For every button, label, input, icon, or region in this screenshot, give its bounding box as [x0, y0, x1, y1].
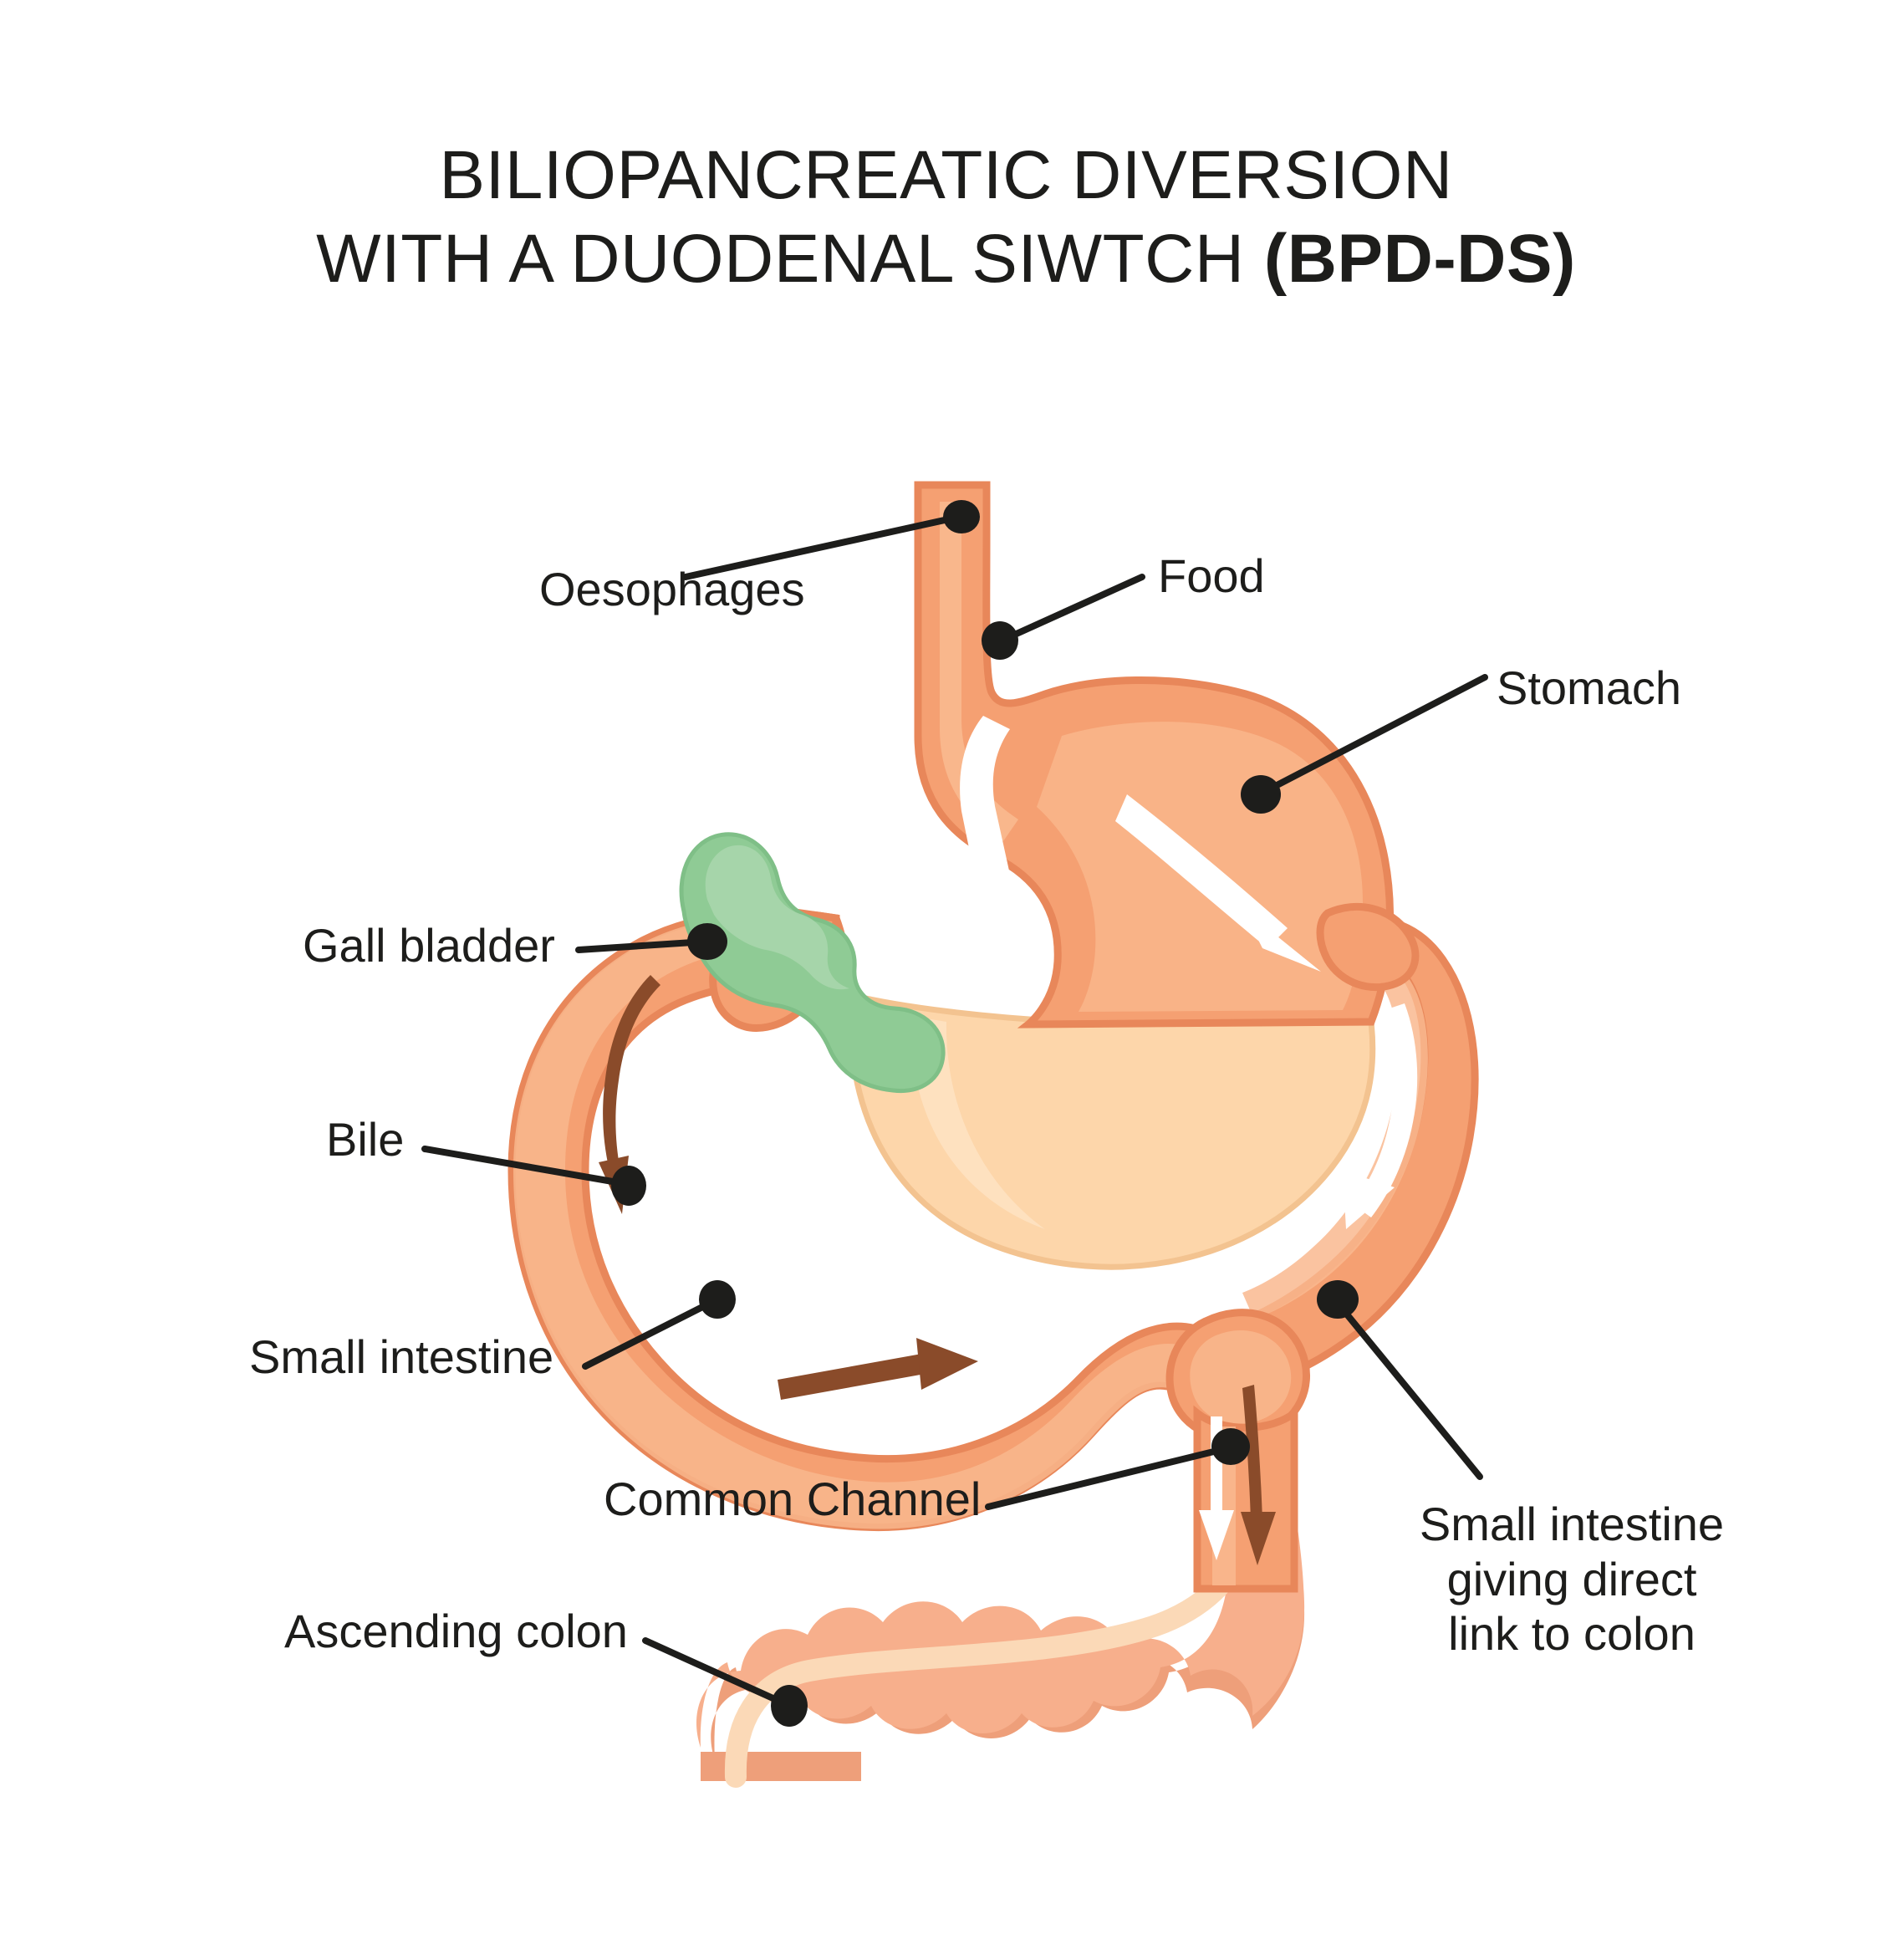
leader-gall-bladder: [575, 938, 709, 953]
leader-bile: [421, 1146, 630, 1187]
title-line-2-normal: WITH A DUODENAL SIWTCH: [316, 221, 1264, 298]
dot-gall-bladder: [687, 923, 727, 960]
bile-arrow-biliopancreatic-limb: [778, 1338, 978, 1400]
bile-arrow-common-channel: [1241, 1385, 1276, 1565]
leader-direct-link: [1333, 1298, 1483, 1480]
leader-dots: [611, 500, 1359, 1727]
food-arrow-alimentary-limb: [1343, 1003, 1418, 1229]
label-ascending-colon: Ascending colon: [284, 1605, 628, 1657]
label-stomach: Stomach: [1497, 661, 1681, 714]
leader-ascending-colon: [642, 1637, 789, 1707]
food-arrow-oesophagus: [960, 716, 1030, 955]
dot-stomach: [1241, 775, 1281, 814]
label-small-intestine: Small intestine: [249, 1330, 554, 1383]
direct-link-line-3: link to colon: [1448, 1607, 1696, 1661]
label-oesophages: Oesophages: [539, 563, 805, 615]
page-title: BILIOPANCREATIC DIVERSION WITH A DUODENA…: [0, 134, 1892, 301]
dot-small-intestine: [699, 1280, 736, 1319]
gall-bladder: [679, 832, 946, 1094]
leader-lines: [421, 513, 1488, 1707]
leader-food: [998, 574, 1145, 644]
dot-oesophages: [943, 500, 980, 533]
leader-common-channel: [985, 1445, 1231, 1510]
dot-food: [982, 621, 1018, 660]
label-food: Food: [1158, 549, 1265, 602]
label-common-channel: Common Channel: [604, 1473, 982, 1525]
leader-small-intestine: [582, 1298, 717, 1370]
title-acronym: (BPD-DS): [1263, 221, 1576, 298]
dot-common-channel: [1211, 1428, 1250, 1465]
direct-link-line-2: giving direct: [1446, 1552, 1697, 1605]
leader-stomach: [1259, 674, 1488, 796]
dot-direct-link: [1317, 1280, 1359, 1319]
label-gall-bladder: Gall bladder: [303, 919, 555, 972]
food-arrow-stomach: [1115, 794, 1321, 972]
title-line-2: WITH A DUODENAL SIWTCH (BPD-DS): [0, 217, 1892, 301]
leader-oesophages: [682, 513, 963, 580]
dot-bile: [611, 1166, 646, 1206]
label-small-intestine-direct-link: Small intestine giving direct link to co…: [1371, 1497, 1772, 1661]
direct-link-line-1: Small intestine: [1419, 1498, 1725, 1550]
label-bile: Bile: [326, 1113, 405, 1166]
dot-ascending-colon: [771, 1685, 808, 1727]
title-line-1: BILIOPANCREATIC DIVERSION: [439, 137, 1453, 213]
